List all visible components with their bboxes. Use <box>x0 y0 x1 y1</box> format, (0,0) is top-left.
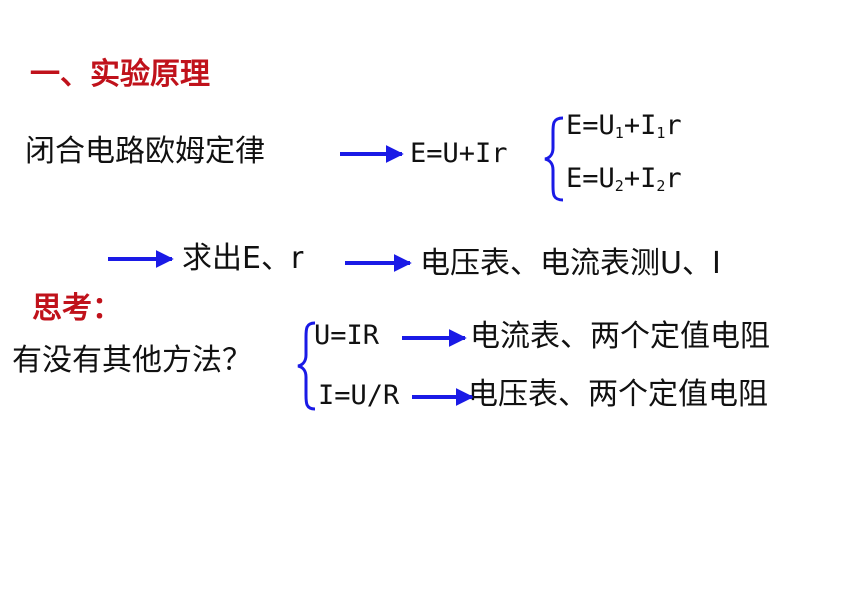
method-2-result: 电压表、两个定值电阻 <box>468 377 768 412</box>
method-2-formula: I=U/R <box>318 380 400 411</box>
equation-1: E=U1+I1r <box>566 110 682 142</box>
section-title: 一、实验原理 <box>30 57 210 92</box>
meters-text: 电压表、电流表测U、I <box>420 246 721 281</box>
think-label: 思考： <box>32 291 122 326</box>
brace-equations <box>544 116 564 202</box>
solve-text: 求出E、r <box>182 241 304 276</box>
formula-main: E=U+Ir <box>410 138 508 169</box>
method-1-result: 电流表、两个定值电阻 <box>470 319 770 354</box>
question-text: 有没有其他方法？ <box>12 343 252 378</box>
brace-methods <box>297 321 316 411</box>
equation-2: E=U2+I2r <box>566 163 682 195</box>
method-1-formula: U=IR <box>314 320 380 351</box>
law-name: 闭合电路欧姆定律 <box>25 134 265 169</box>
